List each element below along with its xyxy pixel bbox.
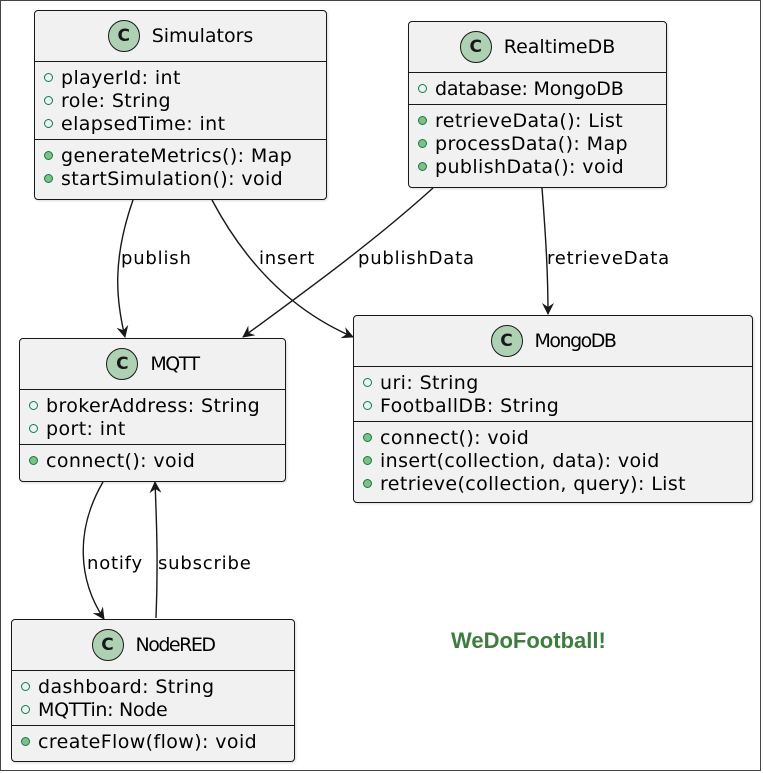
attribute-row: brokerAddress: String bbox=[29, 394, 285, 417]
methods-section: retrieveData(): List processData(): Map … bbox=[409, 104, 666, 182]
edge-label-publishData: publishData bbox=[358, 248, 475, 269]
class-badge-icon: C bbox=[91, 629, 124, 661]
public-method-icon bbox=[44, 151, 53, 160]
public-field-icon bbox=[29, 401, 38, 410]
methods-section: connect(): void bbox=[20, 444, 285, 476]
edge-label-retrieveData: retrieveData bbox=[547, 248, 670, 269]
public-field-icon bbox=[29, 424, 38, 433]
attributes-section: brokerAddress: String port: int bbox=[20, 390, 285, 444]
class-simulators[interactable]: C Simulators playerId: int role: String … bbox=[34, 10, 327, 200]
public-method-icon bbox=[418, 139, 427, 148]
method-row: connect(): void bbox=[29, 449, 285, 472]
class-header: C MQTT bbox=[20, 339, 285, 390]
public-field-icon bbox=[363, 401, 372, 410]
class-realtimedb[interactable]: C RealtimeDB database: MongoDB retrieveD… bbox=[408, 21, 667, 188]
class-name: NodeRED bbox=[135, 634, 216, 656]
class-header: C MongoDB bbox=[354, 316, 752, 367]
class-header: C Simulators bbox=[35, 11, 326, 62]
method-row: connect(): void bbox=[363, 426, 752, 449]
attribute-row: FootballDB: String bbox=[363, 394, 752, 417]
edge-notify bbox=[82, 481, 105, 620]
class-name: MongoDB bbox=[534, 330, 617, 352]
method-row: retrieve(collection, query): List bbox=[363, 472, 752, 495]
public-method-icon bbox=[44, 174, 53, 183]
method-row: generateMetrics(): Map bbox=[44, 144, 326, 167]
public-method-icon bbox=[363, 456, 372, 465]
class-header: C RealtimeDB bbox=[409, 22, 666, 73]
public-method-icon bbox=[363, 479, 372, 488]
edge-insert bbox=[211, 199, 354, 339]
class-nodered[interactable]: C NodeRED dashboard: String MQTTin: Node… bbox=[11, 619, 295, 762]
method-row: processData(): Map bbox=[418, 132, 666, 155]
methods-section: createFlow(flow): void bbox=[12, 725, 294, 757]
public-method-icon bbox=[363, 433, 372, 442]
class-mqtt[interactable]: C MQTT brokerAddress: String port: int c… bbox=[19, 338, 286, 482]
diagram-note: WeDoFootball! bbox=[451, 628, 606, 653]
class-name: MQTT bbox=[150, 353, 200, 375]
public-method-icon bbox=[21, 737, 30, 746]
public-method-icon bbox=[29, 456, 38, 465]
public-field-icon bbox=[44, 119, 53, 128]
attributes-section: dashboard: String MQTTin: Node bbox=[12, 671, 294, 725]
class-badge-icon: C bbox=[459, 31, 492, 63]
public-field-icon bbox=[44, 73, 53, 82]
edge-retrieveData bbox=[541, 187, 554, 315]
class-badge-icon: C bbox=[490, 325, 523, 357]
class-name: Simulators bbox=[151, 25, 254, 47]
public-method-icon bbox=[418, 162, 427, 171]
edge-label-publish: publish bbox=[121, 248, 192, 269]
edge-subscribe bbox=[149, 481, 162, 619]
public-field-icon bbox=[363, 378, 372, 387]
attributes-section: uri: String FootballDB: String bbox=[354, 367, 752, 421]
method-row: startSimulation(): void bbox=[44, 167, 326, 190]
edge-label-notify: notify bbox=[87, 553, 143, 574]
public-field-icon bbox=[21, 705, 30, 714]
methods-section: generateMetrics(): Map startSimulation()… bbox=[35, 139, 326, 194]
attribute-row: playerId: int bbox=[44, 66, 326, 89]
attribute-row: port: int bbox=[29, 417, 285, 440]
methods-section: connect(): void insert(collection, data)… bbox=[354, 421, 752, 499]
edge-publishData bbox=[242, 187, 434, 338]
public-field-icon bbox=[44, 96, 53, 105]
attribute-row: elapsedTime: int bbox=[44, 112, 326, 135]
public-method-icon bbox=[418, 116, 427, 125]
method-row: createFlow(flow): void bbox=[21, 730, 294, 753]
attribute-row: dashboard: String bbox=[21, 675, 294, 698]
class-badge-icon: C bbox=[106, 348, 139, 380]
attribute-row: database: MongoDB bbox=[418, 77, 666, 100]
edge-label-subscribe: subscribe bbox=[158, 553, 252, 574]
attributes-section: database: MongoDB bbox=[409, 73, 666, 104]
method-row: publishData(): void bbox=[418, 155, 666, 178]
public-field-icon bbox=[418, 84, 427, 93]
method-row: retrieveData(): List bbox=[418, 109, 666, 132]
method-row: insert(collection, data): void bbox=[363, 449, 752, 472]
public-field-icon bbox=[21, 682, 30, 691]
class-name: RealtimeDB bbox=[503, 36, 616, 58]
class-badge-icon: C bbox=[107, 20, 140, 52]
edge-publish bbox=[116, 199, 134, 338]
attribute-row: MQTTin: Node bbox=[21, 698, 294, 721]
edge-label-insert: insert bbox=[259, 248, 316, 269]
attribute-row: uri: String bbox=[363, 371, 752, 394]
class-header: C NodeRED bbox=[12, 620, 294, 671]
class-mongodb[interactable]: C MongoDB uri: String FootballDB: String… bbox=[353, 315, 753, 503]
attribute-row: role: String bbox=[44, 89, 326, 112]
attributes-section: playerId: int role: String elapsedTime: … bbox=[35, 62, 326, 139]
